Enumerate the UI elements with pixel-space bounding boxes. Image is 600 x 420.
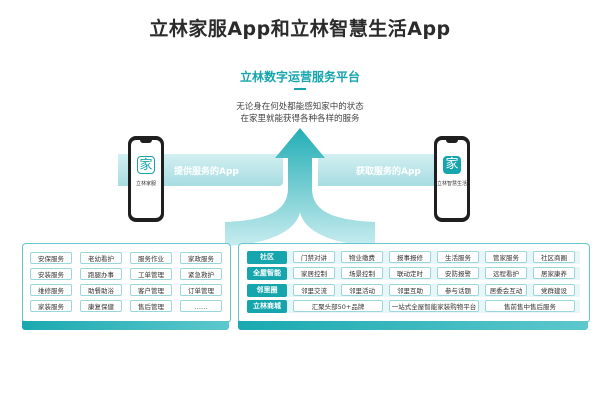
- feature-cell[interactable]: 联动定时: [389, 267, 431, 279]
- page-title: 立林家服App和立林智慧生活App: [149, 18, 451, 40]
- service-cell[interactable]: 康复保健: [80, 300, 122, 312]
- obtain-service-label: 获取服务的App: [356, 167, 421, 177]
- feature-cell[interactable]: 居家康养: [533, 267, 575, 279]
- service-cell[interactable]: 紧急救护: [180, 268, 222, 280]
- row-label-mall: 立林商城: [247, 300, 287, 313]
- service-cell[interactable]: 老幼看护: [80, 252, 122, 264]
- provider-panel-bar: [22, 321, 229, 330]
- row-label-smart-home: 全屋智能: [247, 267, 287, 280]
- service-cell[interactable]: 安装服务: [30, 268, 72, 280]
- feature-cell[interactable]: 居委会互动: [485, 284, 527, 296]
- service-cell[interactable]: 维修服务: [30, 284, 72, 296]
- service-cell[interactable]: 订单管理: [180, 284, 222, 296]
- provider-app-phone: 家 立林家服: [128, 136, 164, 222]
- service-cell[interactable]: 工单管理: [130, 268, 172, 280]
- phone-notch: [140, 140, 152, 143]
- feature-cell[interactable]: 安防报警: [437, 267, 479, 279]
- service-cell[interactable]: 售后管理: [130, 300, 172, 312]
- feature-cell[interactable]: 邻里交流: [293, 284, 335, 296]
- feature-cell[interactable]: 报事报修: [389, 251, 431, 263]
- service-cell[interactable]: 家装服务: [30, 300, 72, 312]
- provider-app-logo-icon[interactable]: 家: [137, 156, 155, 174]
- feature-cell-wide[interactable]: 一站式全屋智能家装购物平台: [389, 300, 479, 312]
- service-cell[interactable]: 家政服务: [180, 252, 222, 264]
- feature-cell[interactable]: 生活服务: [437, 251, 479, 263]
- service-cell[interactable]: 服务作业: [130, 252, 172, 264]
- feature-cell[interactable]: 家居控制: [293, 267, 335, 279]
- feature-cell[interactable]: 门禁对讲: [293, 251, 335, 263]
- service-cell[interactable]: 助餐助浴: [80, 284, 122, 296]
- platform-name: 立林数字运营服务平台: [239, 70, 360, 84]
- provide-service-label: 提供服务的App: [174, 167, 239, 177]
- consumer-panel-bar: [238, 321, 588, 330]
- feature-cell[interactable]: 社区商圈: [533, 251, 575, 263]
- feature-cell[interactable]: 场景控制: [341, 267, 383, 279]
- more-services-cell[interactable]: ……: [180, 300, 222, 312]
- upward-arrow-icon: [225, 128, 375, 246]
- service-cell[interactable]: 安保服务: [30, 252, 72, 264]
- feature-cell[interactable]: 邻里活动: [341, 284, 383, 296]
- feature-cell[interactable]: 邻里互助: [389, 284, 431, 296]
- row-label-community: 社区: [247, 251, 287, 264]
- consumer-app-phone: 家 立林智慧生活: [434, 136, 470, 222]
- phone-screen: 家 立林智慧生活: [437, 140, 467, 218]
- feature-cell[interactable]: 物业缴费: [341, 251, 383, 263]
- phone-screen: 家 立林家服: [131, 140, 161, 218]
- phone-notch: [446, 140, 458, 143]
- feature-cell-wide[interactable]: 售前售中售后服务: [485, 300, 575, 312]
- consumer-app-name: 立林智慧生活: [437, 181, 468, 187]
- service-cell[interactable]: 跑腿办事: [80, 268, 122, 280]
- consumer-app-logo-icon[interactable]: 家: [443, 156, 461, 174]
- feature-cell[interactable]: 参与话题: [437, 284, 479, 296]
- row-label-neighborhood: 邻里圈: [247, 284, 287, 297]
- feature-cell[interactable]: 远程看护: [485, 267, 527, 279]
- platform-divider: [294, 88, 306, 90]
- feature-cell[interactable]: 党群建设: [533, 284, 575, 296]
- platform-description-line1: 无论身在何处都能感知家中的状态: [236, 102, 364, 112]
- platform-description-line2: 在家里就能获得各种各样的服务: [240, 114, 360, 124]
- feature-cell[interactable]: 管家服务: [485, 251, 527, 263]
- service-cell[interactable]: 客户管理: [130, 284, 172, 296]
- feature-cell-wide[interactable]: 汇聚头部50+品牌: [293, 300, 383, 312]
- provider-app-name: 立林家服: [135, 181, 156, 187]
